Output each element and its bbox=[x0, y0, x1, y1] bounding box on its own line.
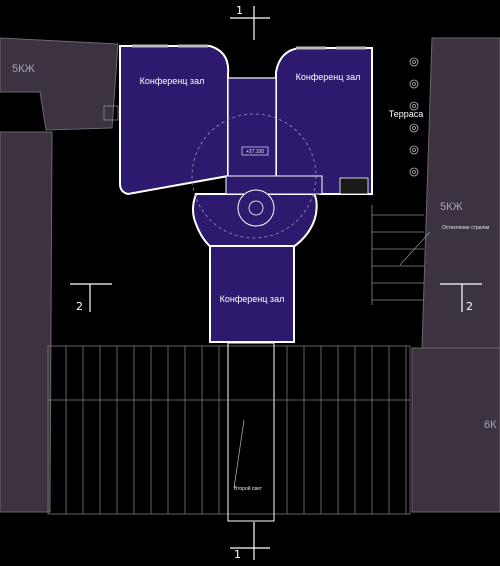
room-hall-top-left bbox=[119, 45, 230, 196]
neighbor-building-right bbox=[421, 37, 500, 349]
dashed-circle bbox=[191, 113, 317, 239]
room-label-hall-top-right: Конференц зал bbox=[296, 72, 361, 82]
neighbor-building-left bbox=[0, 131, 53, 513]
section-label-left: 2 bbox=[76, 300, 83, 313]
room-hall-top-right bbox=[275, 47, 373, 195]
glazing-note: Остекление стрилки bbox=[442, 225, 490, 231]
lower-deck-grid bbox=[47, 345, 411, 515]
elevation-mark: +27.100 bbox=[246, 149, 264, 155]
corridor-light-well bbox=[227, 342, 275, 522]
room-label-terrace: Терраса bbox=[389, 109, 424, 119]
spiral-stair-core bbox=[248, 200, 264, 216]
section-markers bbox=[70, 6, 482, 560]
stair-core bbox=[225, 175, 323, 195]
side-unit-left bbox=[103, 105, 119, 121]
neighbor-buildings bbox=[0, 37, 500, 513]
section-label-right: 2 bbox=[466, 300, 473, 313]
room-label-hall-top-left: Конференц зал bbox=[140, 76, 205, 86]
terrace-stairs bbox=[371, 205, 431, 305]
room-hall-bottom bbox=[209, 245, 295, 343]
room-label-hall-bottom: Конференц зал bbox=[220, 294, 285, 304]
neighbor-building-bottom-right bbox=[411, 347, 500, 513]
section-label-bottom: 1 bbox=[234, 548, 241, 561]
second-light-note: Второй свет bbox=[234, 485, 263, 492]
building-label-bottom-right: 6К bbox=[484, 419, 497, 431]
stair-right bbox=[339, 177, 369, 195]
building-label-right: 5КЖ bbox=[440, 201, 463, 213]
section-label-top: 1 bbox=[236, 4, 243, 17]
building-rooms bbox=[103, 44, 373, 343]
neighbor-building-top-left bbox=[0, 37, 119, 131]
room-central-corridor bbox=[227, 77, 277, 179]
building-label-top-left: 5КЖ bbox=[12, 63, 35, 75]
terrace-plants bbox=[409, 57, 419, 177]
